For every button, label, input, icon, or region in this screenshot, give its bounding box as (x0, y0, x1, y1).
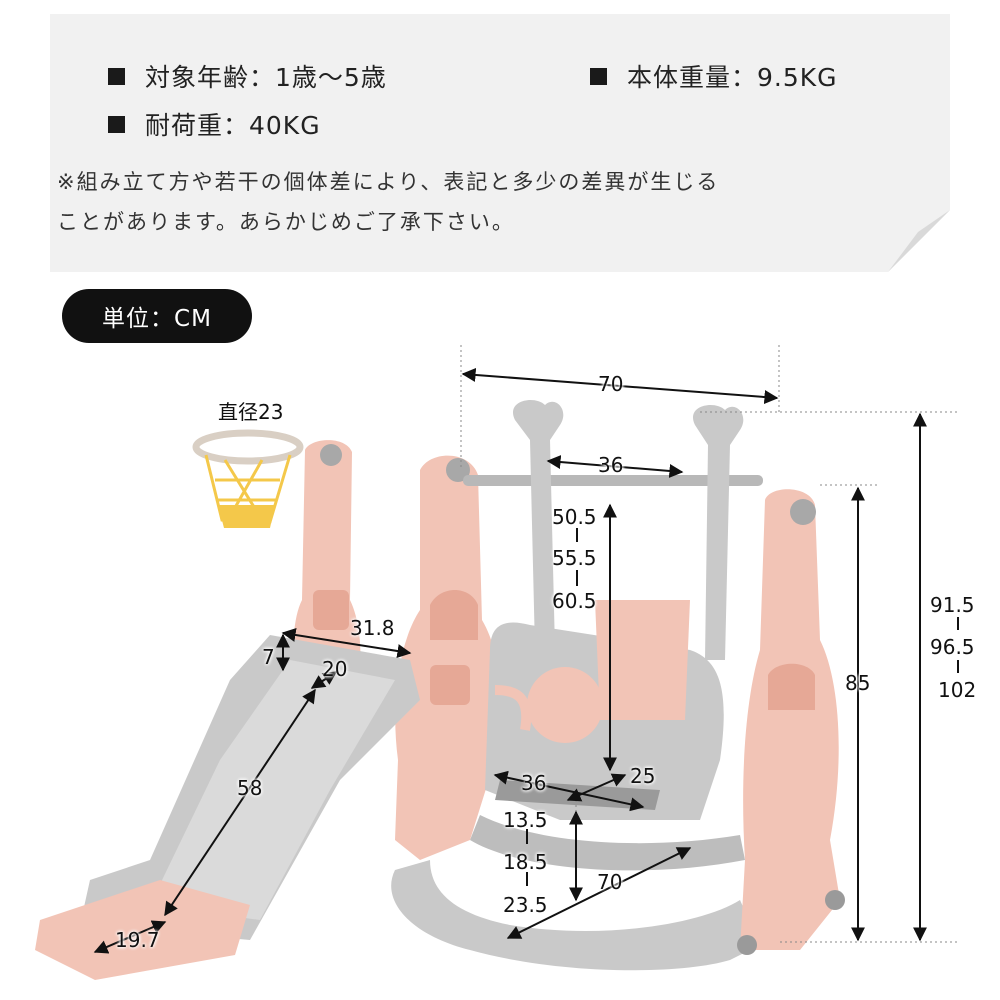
unit-label: 単位：CM (62, 289, 252, 343)
dim-slide-length: 58 (237, 776, 263, 800)
dim-seat-height-1: 50.5 (552, 505, 597, 529)
dim-swing-inner-width: 36 (598, 453, 624, 477)
dim-seat-height-3: 60.5 (552, 589, 597, 613)
dim-seat-ground-2: 18.5 (503, 850, 548, 874)
dim-total-height-2: 96.5 (930, 635, 975, 659)
note-line-2: ことがあります。あらかじめご了承下さい。 (57, 210, 515, 234)
square-bullet-icon (108, 67, 125, 85)
note-line-1: ※組み立て方や若干の個体差により、表記と多少の差異が生じる (57, 170, 720, 194)
slide (35, 635, 420, 980)
dim-seat-ground-3: 23.5 (503, 893, 548, 917)
spec-age: 対象年齢：1歳～5歳 (108, 58, 387, 94)
dim-slide-width: 31.8 (350, 616, 395, 640)
dim-seat-depth: 25 (630, 764, 656, 788)
dim-base-depth: 70 (597, 870, 623, 894)
spec-load-text: 耐荷重：40KG (145, 111, 321, 140)
page-fold-corner (888, 210, 950, 272)
left-tower (395, 455, 501, 860)
swing-seat (485, 600, 724, 820)
dim-seat-height-2: 55.5 (552, 546, 597, 570)
swing-frame (463, 400, 763, 660)
dim-slide-end-width: 19.7 (115, 928, 160, 952)
basketball-hoop (192, 429, 304, 528)
dim-hoop-diameter: 直径23 (218, 400, 284, 424)
spec-panel (50, 14, 950, 272)
spec-age-text: 対象年齢：1歳～5歳 (145, 63, 387, 92)
dim-seat-width: 36 (521, 771, 547, 795)
square-bullet-icon (108, 115, 125, 133)
dim-total-height-1: 91.5 (930, 593, 975, 617)
dim-seat-ground-1: 13.5 (503, 808, 548, 832)
dim-frame-height: 85 (845, 671, 871, 695)
square-bullet-icon (590, 67, 607, 85)
dimension-arrows (93, 367, 959, 954)
dim-total-height-3: 102 (938, 678, 977, 702)
right-tower (737, 489, 845, 955)
spec-weight-text: 本体重量：9.5KG (627, 63, 838, 92)
spec-load: 耐荷重：40KG (108, 106, 321, 142)
dim-slide-inner-width: 20 (322, 657, 348, 681)
dim-slide-side-height: 7 (262, 645, 275, 669)
dim-top-width: 70 (598, 372, 624, 396)
spec-weight: 本体重量：9.5KG (590, 58, 838, 94)
